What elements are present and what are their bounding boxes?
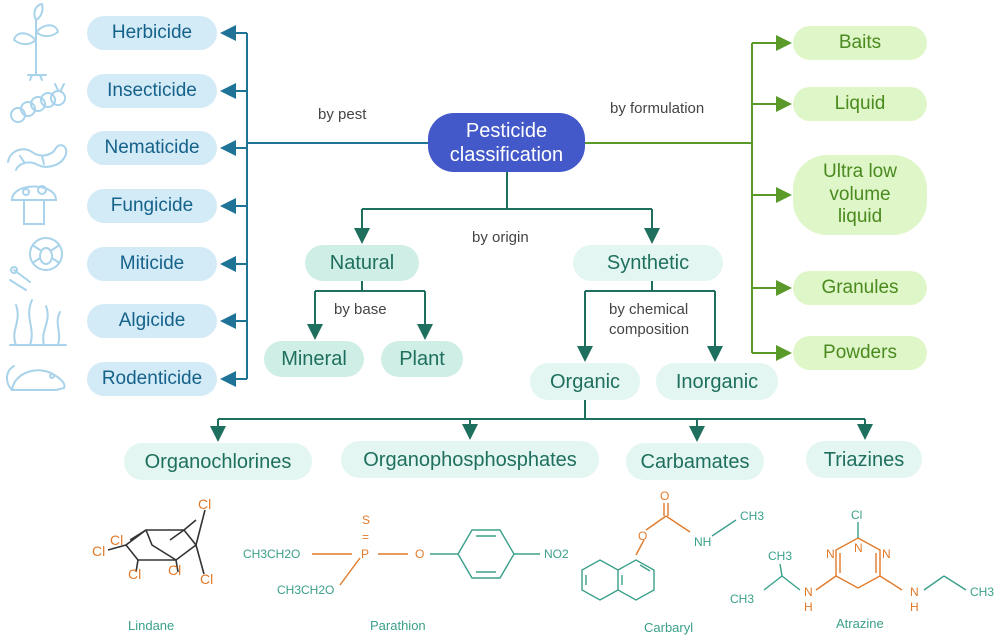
mushroom-icon bbox=[10, 185, 58, 225]
carbaryl-nh: NH bbox=[694, 535, 711, 549]
carbaryl-o-1: O bbox=[660, 489, 669, 503]
node-herbicide[interactable]: Herbicide bbox=[87, 16, 217, 50]
node-baits[interactable]: Baits bbox=[793, 26, 927, 60]
parathion-ethoxy-2: CH3CH2O bbox=[277, 583, 334, 597]
parathion-ethoxy-1: CH3CH2O bbox=[243, 547, 300, 561]
ulv-line-2: volume bbox=[829, 183, 891, 205]
parathion-no2: NO2 bbox=[544, 547, 569, 561]
atrazine-name: Atrazine bbox=[836, 616, 884, 631]
ulv-line-3: liquid bbox=[837, 206, 883, 228]
node-inorganic[interactable]: Inorganic bbox=[656, 363, 778, 400]
atrazine-h-1: H bbox=[804, 600, 813, 614]
algae-icon bbox=[9, 299, 67, 346]
ulv-line-1: Ultra low bbox=[823, 160, 897, 182]
label-by-origin: by origin bbox=[472, 229, 529, 246]
carbaryl-name: Carbaryl bbox=[644, 620, 694, 635]
atrazine-n-3: N bbox=[882, 547, 891, 561]
atrazine-ch3-1: CH3 bbox=[768, 549, 792, 563]
center-line-2: classification bbox=[449, 143, 564, 166]
atrazine-n-4: N bbox=[804, 585, 813, 599]
node-insecticide[interactable]: Insecticide bbox=[87, 74, 217, 108]
carbaryl-ch3: CH3 bbox=[740, 509, 764, 523]
lindane-cl-1: Cl bbox=[198, 496, 211, 512]
label-composition: composition bbox=[609, 321, 690, 338]
label-by-pest: by pest bbox=[318, 106, 367, 123]
node-carbamates[interactable]: Carbamates bbox=[626, 443, 764, 480]
node-liquid[interactable]: Liquid bbox=[793, 87, 927, 121]
mite-icon bbox=[9, 237, 63, 291]
center-line-1: Pesticide bbox=[465, 119, 548, 142]
atrazine-cl: Cl bbox=[851, 508, 862, 522]
node-organochlorines[interactable]: Organochlorines bbox=[124, 443, 312, 480]
node-nematicide[interactable]: Nematicide bbox=[87, 131, 217, 165]
label-by-chemical: by chemical bbox=[609, 301, 689, 318]
node-organic[interactable]: Organic bbox=[530, 363, 640, 400]
atrazine-ch3-2: CH3 bbox=[730, 592, 754, 606]
parathion-double-bond: = bbox=[362, 530, 369, 544]
rat-icon bbox=[6, 365, 66, 391]
node-ulv[interactable]: Ultra low volume liquid bbox=[793, 155, 927, 235]
node-granules[interactable]: Granules bbox=[793, 271, 927, 305]
carbaryl-o-2: O bbox=[638, 529, 647, 543]
atrazine-ch3-3: CH3 bbox=[970, 585, 994, 599]
node-synthetic[interactable]: Synthetic bbox=[573, 245, 723, 281]
lindane-cl-5: Cl bbox=[168, 562, 181, 578]
pest-icons bbox=[6, 2, 68, 391]
lindane-cl-4: Cl bbox=[128, 566, 141, 582]
caterpillar-icon bbox=[10, 83, 66, 123]
lindane-cl-6: Cl bbox=[200, 571, 213, 587]
label-by-base: by base bbox=[334, 301, 387, 318]
node-powders[interactable]: Powders bbox=[793, 336, 927, 370]
lindane-name: Lindane bbox=[128, 618, 175, 633]
atrazine-h-2: H bbox=[910, 600, 919, 614]
atrazine-n-1: N bbox=[854, 541, 863, 555]
atrazine-n-2: N bbox=[826, 547, 835, 561]
label-by-formulation: by formulation bbox=[610, 100, 705, 117]
parathion-p: P bbox=[361, 547, 369, 561]
node-organophosphates[interactable]: Organophosphosphates bbox=[341, 441, 599, 478]
node-natural[interactable]: Natural bbox=[305, 245, 419, 281]
plant-icon bbox=[12, 2, 60, 81]
node-miticide[interactable]: Miticide bbox=[87, 247, 217, 281]
node-algicide[interactable]: Algicide bbox=[87, 304, 217, 338]
parathion-o: O bbox=[415, 547, 424, 561]
worm-icon bbox=[7, 144, 68, 171]
node-triazines[interactable]: Triazines bbox=[806, 441, 922, 478]
lindane-cl-3: Cl bbox=[92, 543, 105, 559]
lindane-cl-2: Cl bbox=[110, 532, 123, 548]
node-rodenticide[interactable]: Rodenticide bbox=[87, 362, 217, 396]
center-node[interactable]: Pesticide classification bbox=[428, 113, 585, 172]
parathion-s: S bbox=[362, 513, 370, 527]
parathion-name: Parathion bbox=[370, 618, 426, 633]
node-fungicide[interactable]: Fungicide bbox=[87, 189, 217, 223]
node-plant[interactable]: Plant bbox=[381, 341, 463, 377]
atrazine-n-5: N bbox=[910, 585, 919, 599]
node-mineral[interactable]: Mineral bbox=[264, 341, 364, 377]
